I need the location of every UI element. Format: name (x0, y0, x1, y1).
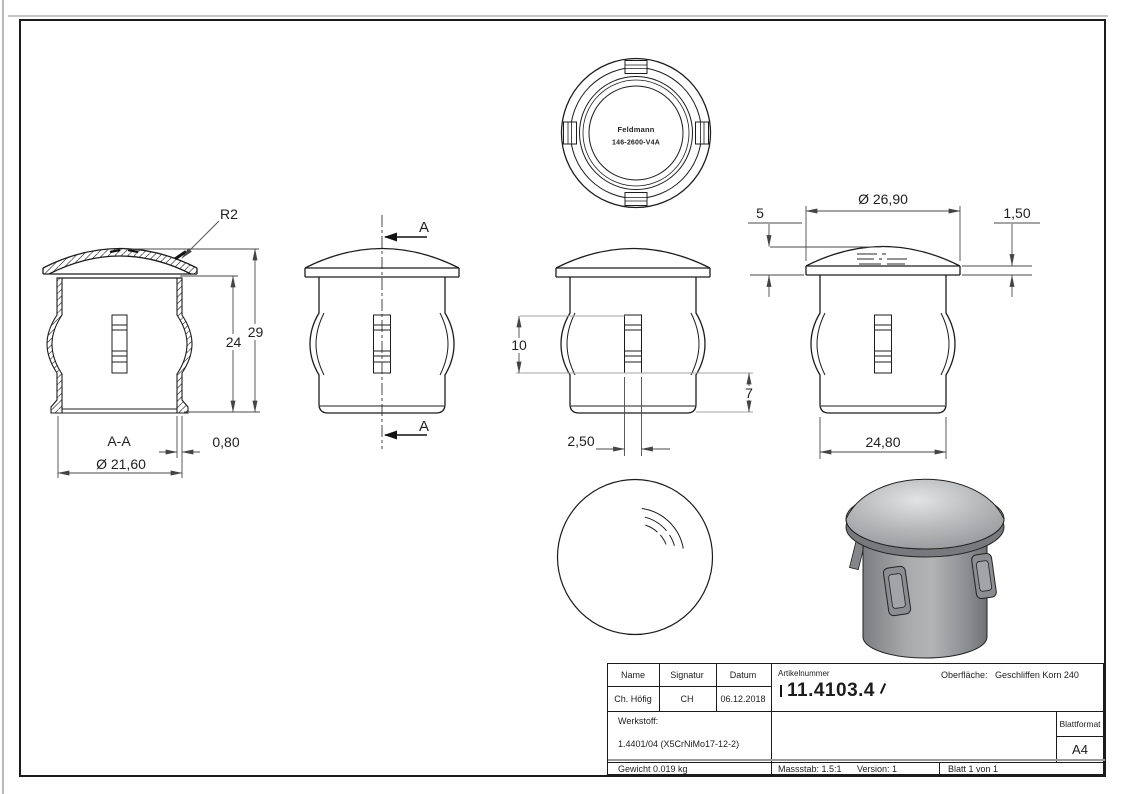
tab-west (563, 121, 577, 145)
clip-3d-right (971, 552, 997, 600)
tb-werkstoff-label: Werkstoff: (618, 716, 659, 726)
tb-signatur-value: CH (680, 694, 694, 704)
stamp-mark-right (879, 682, 887, 694)
tb-signatur-label: Signatur (670, 670, 704, 680)
section-view: 24 29 R2 A-A Ø 21,60 0,80 (42, 206, 265, 478)
stamp-brand: Feldmann (617, 125, 654, 134)
section-arrow-top: A (384, 219, 429, 242)
dim-dia-2690: Ø 26,90 (858, 191, 908, 207)
tb-artikelnummer-label: Artikelnummer (778, 669, 830, 678)
drawing-frame (19, 19, 1106, 777)
render-3d (845, 478, 1005, 659)
dim-250: 2,50 (567, 433, 594, 449)
dim-080: 0,80 (212, 434, 239, 450)
dim-2480: 24,80 (865, 434, 900, 450)
section-label: A-A (107, 433, 131, 449)
front-view: A A (304, 215, 460, 449)
stamp-article: 146-2600-V4A (612, 140, 660, 147)
tab-north (624, 60, 648, 74)
section-arrow-bottom: A (384, 418, 429, 440)
tab-east (695, 121, 709, 145)
dim-r2: R2 (220, 206, 238, 222)
tb-datum-value: 06.12.2018 (720, 694, 766, 704)
dim-24: 24 (226, 334, 242, 350)
tb-datum-label: Datum (729, 670, 757, 680)
dim-5: 5 (756, 205, 764, 221)
frame-shadow-line (8, 15, 1108, 17)
tb-massstab: Massstab: 1.5:1 (778, 764, 842, 774)
laser-marking-lines (857, 253, 912, 265)
section-arrow-label-top: A (419, 219, 429, 236)
stamp-mark-left (780, 685, 782, 697)
tb-gewicht: Gewicht 0.019 kg (618, 764, 688, 774)
tb-werkstoff-value: 1.4401/04 (X5CrNiMo17-12-2) (618, 739, 740, 749)
clip-3d-left (882, 565, 912, 617)
tb-name-label: Name (620, 670, 646, 680)
section-arrow-label-bottom: A (419, 418, 429, 435)
detail-view: 10 7 2,50 (509, 247, 756, 456)
tb-blattformat-label: Blattformat (1059, 719, 1101, 729)
tab-south (624, 192, 648, 206)
plan-view (556, 478, 714, 636)
dim-29: 29 (248, 324, 264, 340)
dim-10: 10 (511, 337, 527, 353)
tb-oberflaeche-label: Oberfläche: (941, 670, 988, 680)
cap-view: Ø 26,90 5 1,50 24,80 (748, 191, 1040, 459)
tb-version: Version: 1 (857, 764, 898, 774)
tb-oberflaeche-value: Geschliffen Korn 240 (995, 670, 1079, 680)
tb-blatt: Blatt 1 von 1 (948, 764, 999, 774)
dim-7: 7 (745, 385, 753, 401)
dim-dia-2160: Ø 21,60 (96, 456, 146, 472)
top-view: Feldmann 146-2600-V4A (560, 57, 712, 209)
title-block: Name Signatur Datum Ch. Höfig CH 06.12.2… (607, 663, 1105, 775)
tb-blattformat-value: A4 (1072, 742, 1088, 757)
tb-name-value: Ch. Höfig (614, 694, 652, 704)
tb-artikelnummer-value: 11.4103.4 (780, 680, 887, 702)
dim-150: 1,50 (1003, 205, 1030, 221)
window-edge-line (2, 0, 4, 794)
